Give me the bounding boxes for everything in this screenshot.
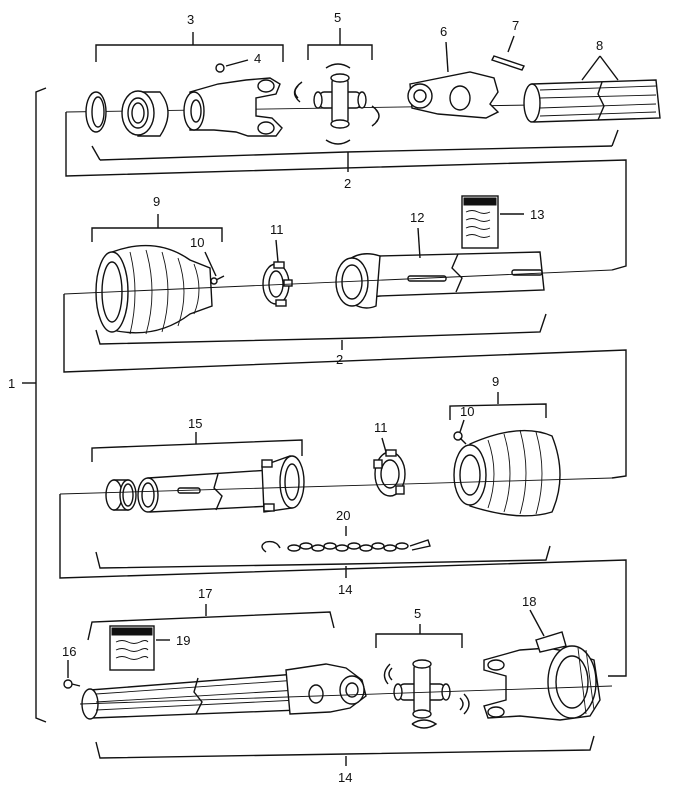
clip-6 — [411, 719, 438, 729]
callout-9a: 9 — [153, 194, 160, 209]
row2-frame — [63, 294, 627, 479]
bracket-5-bottom — [375, 633, 463, 648]
inner-ring-a — [105, 479, 137, 511]
decal-top — [461, 195, 499, 249]
callout-2b: 2 — [336, 352, 343, 367]
cross-kit-bottom — [393, 659, 451, 719]
callout-4: 4 — [254, 51, 261, 66]
outer-profile-tube — [81, 663, 367, 720]
snap-ring-top — [85, 91, 107, 133]
bracket-17 — [87, 611, 335, 641]
safety-cone-bottom — [453, 429, 561, 517]
bearing-ring-bottom — [373, 449, 406, 497]
spring-pin — [215, 63, 225, 73]
bracket-15 — [91, 439, 303, 462]
screw-16 — [63, 679, 81, 689]
callout-19: 19 — [176, 633, 190, 648]
callout-15: 15 — [188, 416, 202, 431]
callout-5b: 5 — [414, 606, 421, 621]
cross-kit-top — [313, 73, 367, 129]
row1-frame — [65, 112, 627, 271]
bracket-9-bottom — [449, 403, 547, 420]
bracket-9-top — [91, 227, 223, 242]
callout-14a: 14 — [338, 582, 352, 597]
tractor-yoke — [483, 631, 601, 721]
axis-row3 — [59, 477, 613, 495]
callout-17: 17 — [198, 586, 212, 601]
callout-3: 3 — [187, 12, 194, 27]
axis-row2 — [63, 269, 613, 295]
bracket-5-top — [307, 44, 373, 60]
clip-1 — [293, 81, 303, 103]
inner-yoke — [183, 77, 283, 137]
axis-row4 — [79, 685, 613, 705]
main-bracket — [35, 87, 47, 723]
screw-bottom — [453, 431, 467, 445]
callout-10b: 10 — [460, 404, 474, 419]
callout-13: 13 — [530, 207, 544, 222]
screw-top — [210, 275, 225, 285]
callout-8: 8 — [596, 38, 603, 53]
callout-1: 1 — [8, 376, 15, 391]
bearing-collar — [121, 90, 169, 137]
callout-6: 6 — [440, 24, 447, 39]
callout-11a: 11 — [270, 222, 284, 237]
roll-pin — [491, 55, 525, 71]
inner-guard-tube — [137, 455, 305, 513]
bracket-3 — [95, 44, 284, 62]
callout-9b: 9 — [492, 374, 499, 389]
outer-guard-tube — [335, 251, 545, 309]
callout-2a: 2 — [344, 176, 351, 191]
callout-7: 7 — [512, 18, 519, 33]
clip-5 — [459, 693, 470, 715]
bearing-ring-top — [262, 261, 293, 307]
callout-16: 16 — [62, 644, 76, 659]
inner-profile-tube — [523, 79, 661, 123]
callout-18: 18 — [522, 594, 536, 609]
callout-20: 20 — [336, 508, 350, 523]
clip-4 — [383, 663, 393, 685]
decal-bottom — [109, 625, 155, 671]
clip-3 — [325, 63, 351, 145]
callout-14b: 14 — [338, 770, 352, 785]
row3-frame — [59, 494, 627, 677]
callout-12: 12 — [410, 210, 424, 225]
chain — [261, 539, 431, 553]
clip-2 — [371, 105, 380, 127]
callout-10a: 10 — [190, 235, 204, 250]
callout-11b: 11 — [374, 420, 388, 435]
callout-5a: 5 — [334, 10, 341, 25]
slip-yoke — [407, 71, 500, 119]
bracket-14-bottom — [95, 735, 595, 759]
